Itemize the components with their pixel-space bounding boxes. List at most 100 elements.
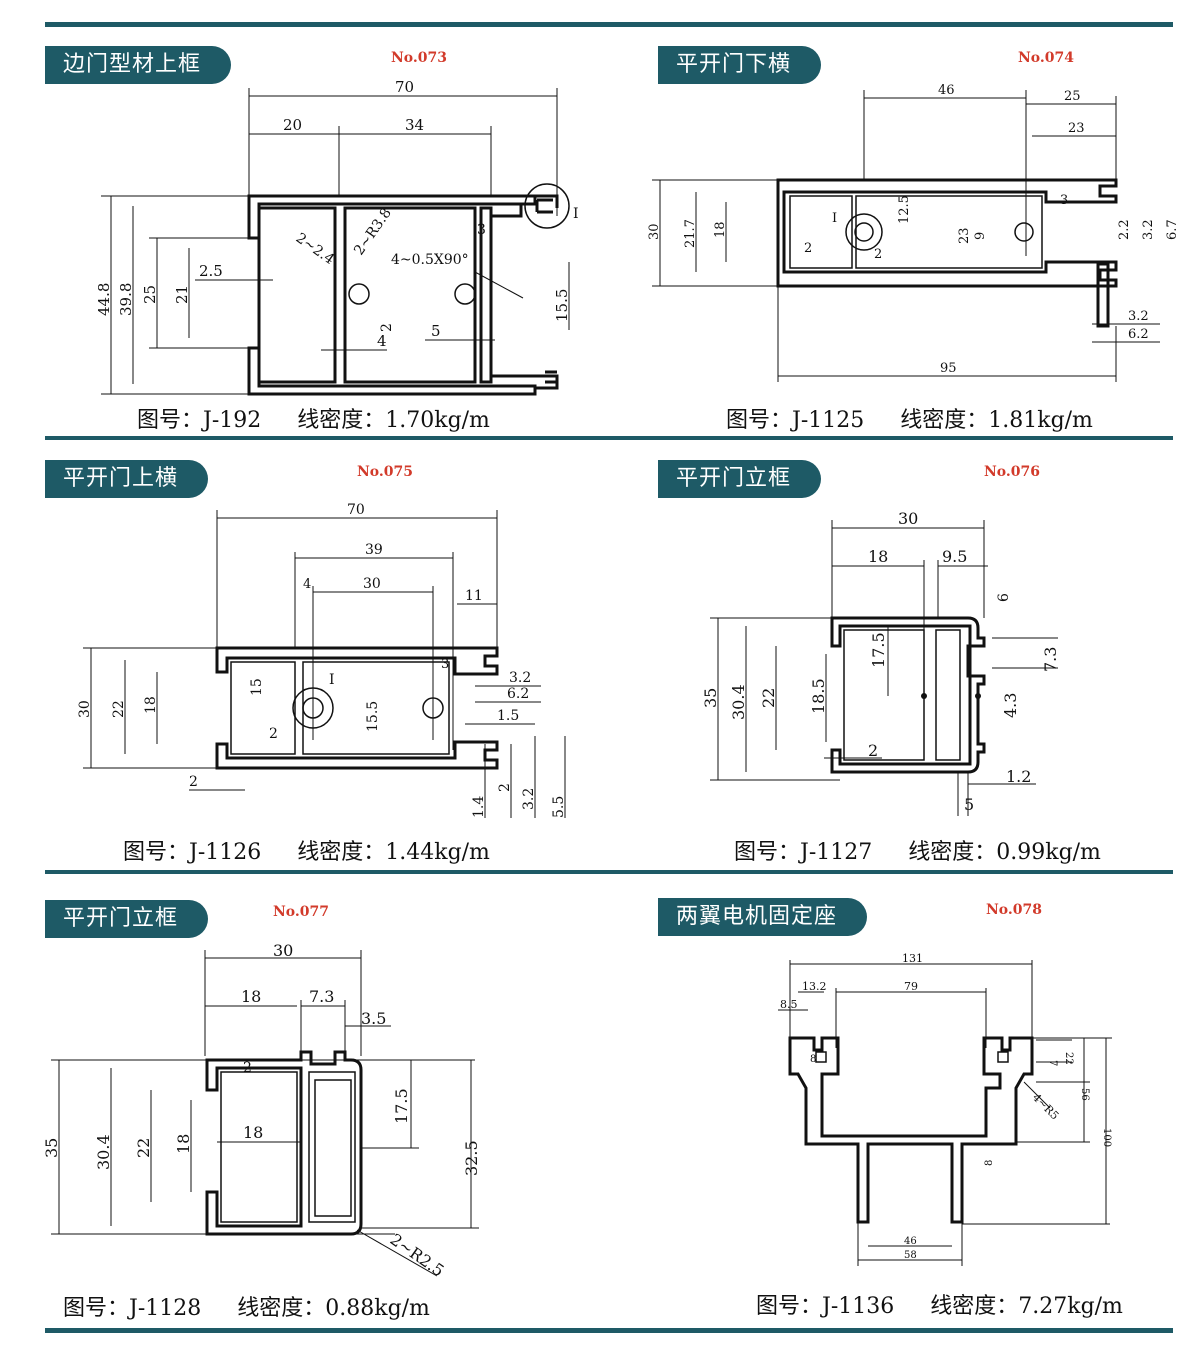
dim-text: 21.7: [683, 219, 698, 248]
dim-text: 30: [898, 509, 918, 528]
dim-text: 3.5: [361, 1009, 386, 1028]
profile-number: No.073: [391, 50, 447, 66]
dim-text: 3.2: [1141, 219, 1156, 240]
dim-text: 2~R3.8: [351, 205, 395, 258]
drawing-number: 图号：J-1128: [63, 1296, 202, 1321]
dim-text: 4.3: [1001, 693, 1020, 718]
dim-text: 39.8: [117, 283, 135, 316]
dim-text: 58: [904, 1250, 917, 1261]
dim-text: 4~0.5X90°: [391, 252, 469, 268]
dim-text: 79: [904, 980, 918, 993]
profile-panel-076: 平开门立框 No.076 30 18 9.5 6 35 30.4 22 18.5…: [612, 460, 1172, 880]
profile-number: No.078: [986, 902, 1042, 918]
dim-text: 18: [241, 987, 261, 1006]
dim-text: 3.2: [1128, 309, 1149, 324]
dim-text: 23: [1068, 121, 1085, 136]
divider-rule-2: [45, 870, 1173, 874]
profile-panel-077: 平开门立框 No.077 30 18 7.3 3.5 2 35 30.4 22 …: [45, 900, 605, 1321]
dim-text: 131: [902, 952, 923, 965]
drawing-number: 图号：J-1136: [756, 1294, 895, 1319]
dim-text: 15: [249, 678, 265, 696]
line-density: 线密度：0.99kg/m: [908, 840, 1101, 865]
line-density: 线密度：7.27kg/m: [930, 1294, 1123, 1319]
dim-text: 2: [874, 247, 882, 262]
line-density: 线密度：1.70kg/m: [297, 408, 490, 433]
profile-drawing: 30 18 7.3 3.5 2 35 30.4 22 18 18 17.5 32…: [45, 941, 481, 1280]
dim-text: 21: [173, 285, 191, 304]
dim-text: 15.5: [553, 289, 571, 322]
dim-text: 3: [441, 657, 449, 672]
dim-text: 18: [174, 1134, 193, 1154]
dim-text: 2~2.4: [293, 230, 337, 268]
dim-text: 12.5: [897, 195, 912, 224]
profile-drawing: 46 25 23 3 30 21.7 18 2 I 2 12.5 23 9 2.…: [647, 83, 1180, 382]
dim-text: 70: [395, 78, 414, 96]
dim-text: 46: [938, 83, 955, 98]
dim-text: 6.7: [1165, 219, 1180, 240]
dim-text: 22: [759, 688, 778, 708]
profile-panel-078: 两翼电机固定座 No.078 131 13.2 79 8.5 8 7 22 56…: [612, 898, 1172, 1320]
dim-text: 2: [379, 323, 395, 332]
dim-text: 9: [973, 232, 988, 240]
dim-text: 39: [365, 542, 383, 558]
profile-caption: 图号：J-1136 线密度：7.27kg/m: [756, 1288, 1159, 1320]
profile-title: 平开门上横: [45, 460, 209, 498]
dim-text: 2.2: [1117, 219, 1132, 240]
dim-text: 22: [111, 700, 127, 718]
profile-title: 边门型材上框: [45, 46, 232, 84]
drawing-number: 图号：J-1127: [734, 840, 873, 865]
dim-text: 18: [868, 547, 888, 566]
dim-text: 2: [189, 774, 198, 790]
dim-text: 22: [1063, 1052, 1074, 1065]
dim-text: 25: [141, 285, 159, 304]
dim-text: 23: [957, 227, 972, 244]
dim-text: 9.5: [942, 547, 967, 566]
dim-text: 8.5: [780, 998, 798, 1011]
dim-text: 2.5: [199, 262, 223, 280]
dim-text: 30: [363, 576, 381, 592]
dim-text: 95: [940, 361, 957, 376]
dim-text: 6: [996, 593, 1012, 602]
dim-text: 18: [713, 221, 728, 238]
profile-caption: 图号：J-1127 线密度：0.99kg/m: [734, 834, 1137, 866]
drawing-number: 图号：J-1126: [123, 840, 262, 865]
dim-text: 13.2: [802, 980, 827, 993]
profile-number: No.074: [1018, 50, 1074, 66]
dim-text: 17.5: [392, 1088, 411, 1124]
dim-text: I: [329, 672, 335, 688]
dim-text: 44.8: [95, 283, 113, 316]
profile-title: 平开门下横: [658, 46, 822, 84]
dim-text: 30: [647, 223, 662, 240]
profile-panel-073: 边门型材上框 No.073 70 20 34 44.8 39.8 25 21 2…: [45, 46, 605, 466]
line-density: 线密度：1.44kg/m: [297, 840, 490, 865]
dim-text: 30.4: [729, 684, 748, 720]
drawing-number: 图号：J-192: [137, 408, 262, 433]
profile-drawing: 70 39 4 30 11 30 22 18 15 I 2 15.5 3 3.2…: [77, 502, 567, 818]
dim-text: 7.3: [309, 987, 334, 1006]
profile-number: No.076: [984, 464, 1040, 480]
dim-text: 35: [45, 1138, 61, 1158]
dim-text: 20: [283, 116, 302, 134]
dim-text: 4: [377, 332, 387, 350]
dim-text: 30: [273, 941, 293, 960]
dim-text: 7.3: [1041, 647, 1060, 672]
dim-text: 6.2: [507, 686, 529, 702]
profile-panel-075: 平开门上横 No.075 70 39 4 30 11 30 22 18 15: [45, 460, 605, 880]
profile-drawing: 131 13.2 79 8.5 8 7 22 56 100 4~R5 8 46 …: [778, 952, 1112, 1266]
profile-number: No.077: [273, 904, 329, 920]
drawing-number: 图号：J-1125: [726, 408, 865, 433]
dim-text: 6.2: [1128, 327, 1149, 342]
dim-text: 7: [1047, 1060, 1058, 1066]
dim-text: 3.2: [521, 788, 537, 810]
divider-rule-1: [45, 436, 1173, 440]
dim-text: 1.5: [497, 708, 519, 724]
top-rule: [45, 22, 1173, 27]
dim-text: 11: [465, 588, 483, 604]
dim-text: 5.5: [551, 796, 567, 818]
dim-text: 5: [964, 795, 974, 814]
dim-text: 25: [1064, 89, 1081, 104]
dim-text: 8: [984, 1160, 995, 1166]
dim-text: 2: [868, 741, 878, 760]
dim-text: 2: [804, 241, 812, 256]
